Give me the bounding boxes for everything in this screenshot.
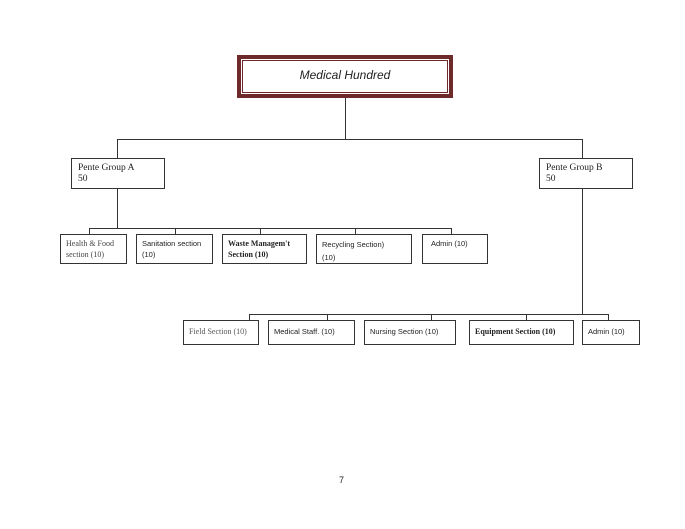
section-label: section (10): [66, 250, 104, 259]
group-a-name: Pente Group A: [78, 163, 135, 173]
section-label: Equipment Section (10): [475, 327, 556, 336]
connector: [451, 228, 453, 234]
group-a-count: 50: [78, 174, 88, 184]
section-label: (10): [142, 250, 156, 259]
section-label: Field Section (10): [189, 327, 247, 336]
section-label: Sanitation section: [142, 239, 202, 248]
section-label: Medical Staff. (10): [274, 327, 335, 336]
section-admin-a: Admin (10): [422, 234, 488, 264]
root-node: Medical Hundred: [237, 55, 453, 98]
connector: [249, 314, 251, 320]
section-sanitation: Sanitation section (10): [136, 234, 213, 264]
page-number: 7: [339, 475, 345, 485]
group-b-count: 50: [546, 174, 556, 184]
connector: [117, 139, 583, 141]
section-label: Section (10): [228, 250, 269, 259]
section-label: Admin (10): [431, 239, 468, 248]
connector: [117, 189, 119, 228]
connector: [355, 228, 357, 234]
root-title: Medical Hundred: [299, 68, 391, 82]
group-b-node: Pente Group B 50: [539, 158, 633, 189]
section-recycling: Recycling Section) (10): [316, 234, 412, 264]
section-label: Admin (10): [588, 327, 625, 336]
section-medical-staff: Medical Staff. (10): [268, 320, 355, 345]
connector: [249, 314, 609, 316]
section-label: Recycling Section): [322, 240, 385, 249]
section-admin-b: Admin (10): [582, 320, 640, 345]
section-label: Waste Managem't: [228, 239, 290, 248]
connector: [345, 98, 347, 139]
connector: [89, 228, 91, 234]
group-b-name: Pente Group B: [546, 163, 603, 173]
connector: [526, 314, 528, 320]
section-waste-management: Waste Managem't Section (10): [222, 234, 307, 264]
connector: [431, 314, 433, 320]
connector: [582, 139, 584, 158]
connector: [327, 314, 329, 320]
section-label: Health & Food: [66, 239, 114, 248]
section-field: Field Section (10): [183, 320, 259, 345]
connector: [175, 228, 177, 234]
section-health-food: Health & Food section (10): [60, 234, 127, 264]
connector: [608, 314, 610, 320]
connector: [260, 228, 262, 234]
section-equipment: Equipment Section (10): [469, 320, 574, 345]
connector: [89, 228, 452, 230]
section-label: (10): [322, 253, 336, 262]
connector: [582, 189, 584, 314]
group-a-node: Pente Group A 50: [71, 158, 165, 189]
connector: [117, 139, 119, 158]
section-nursing: Nursing Section (10): [364, 320, 456, 345]
section-label: Nursing Section (10): [370, 327, 439, 336]
